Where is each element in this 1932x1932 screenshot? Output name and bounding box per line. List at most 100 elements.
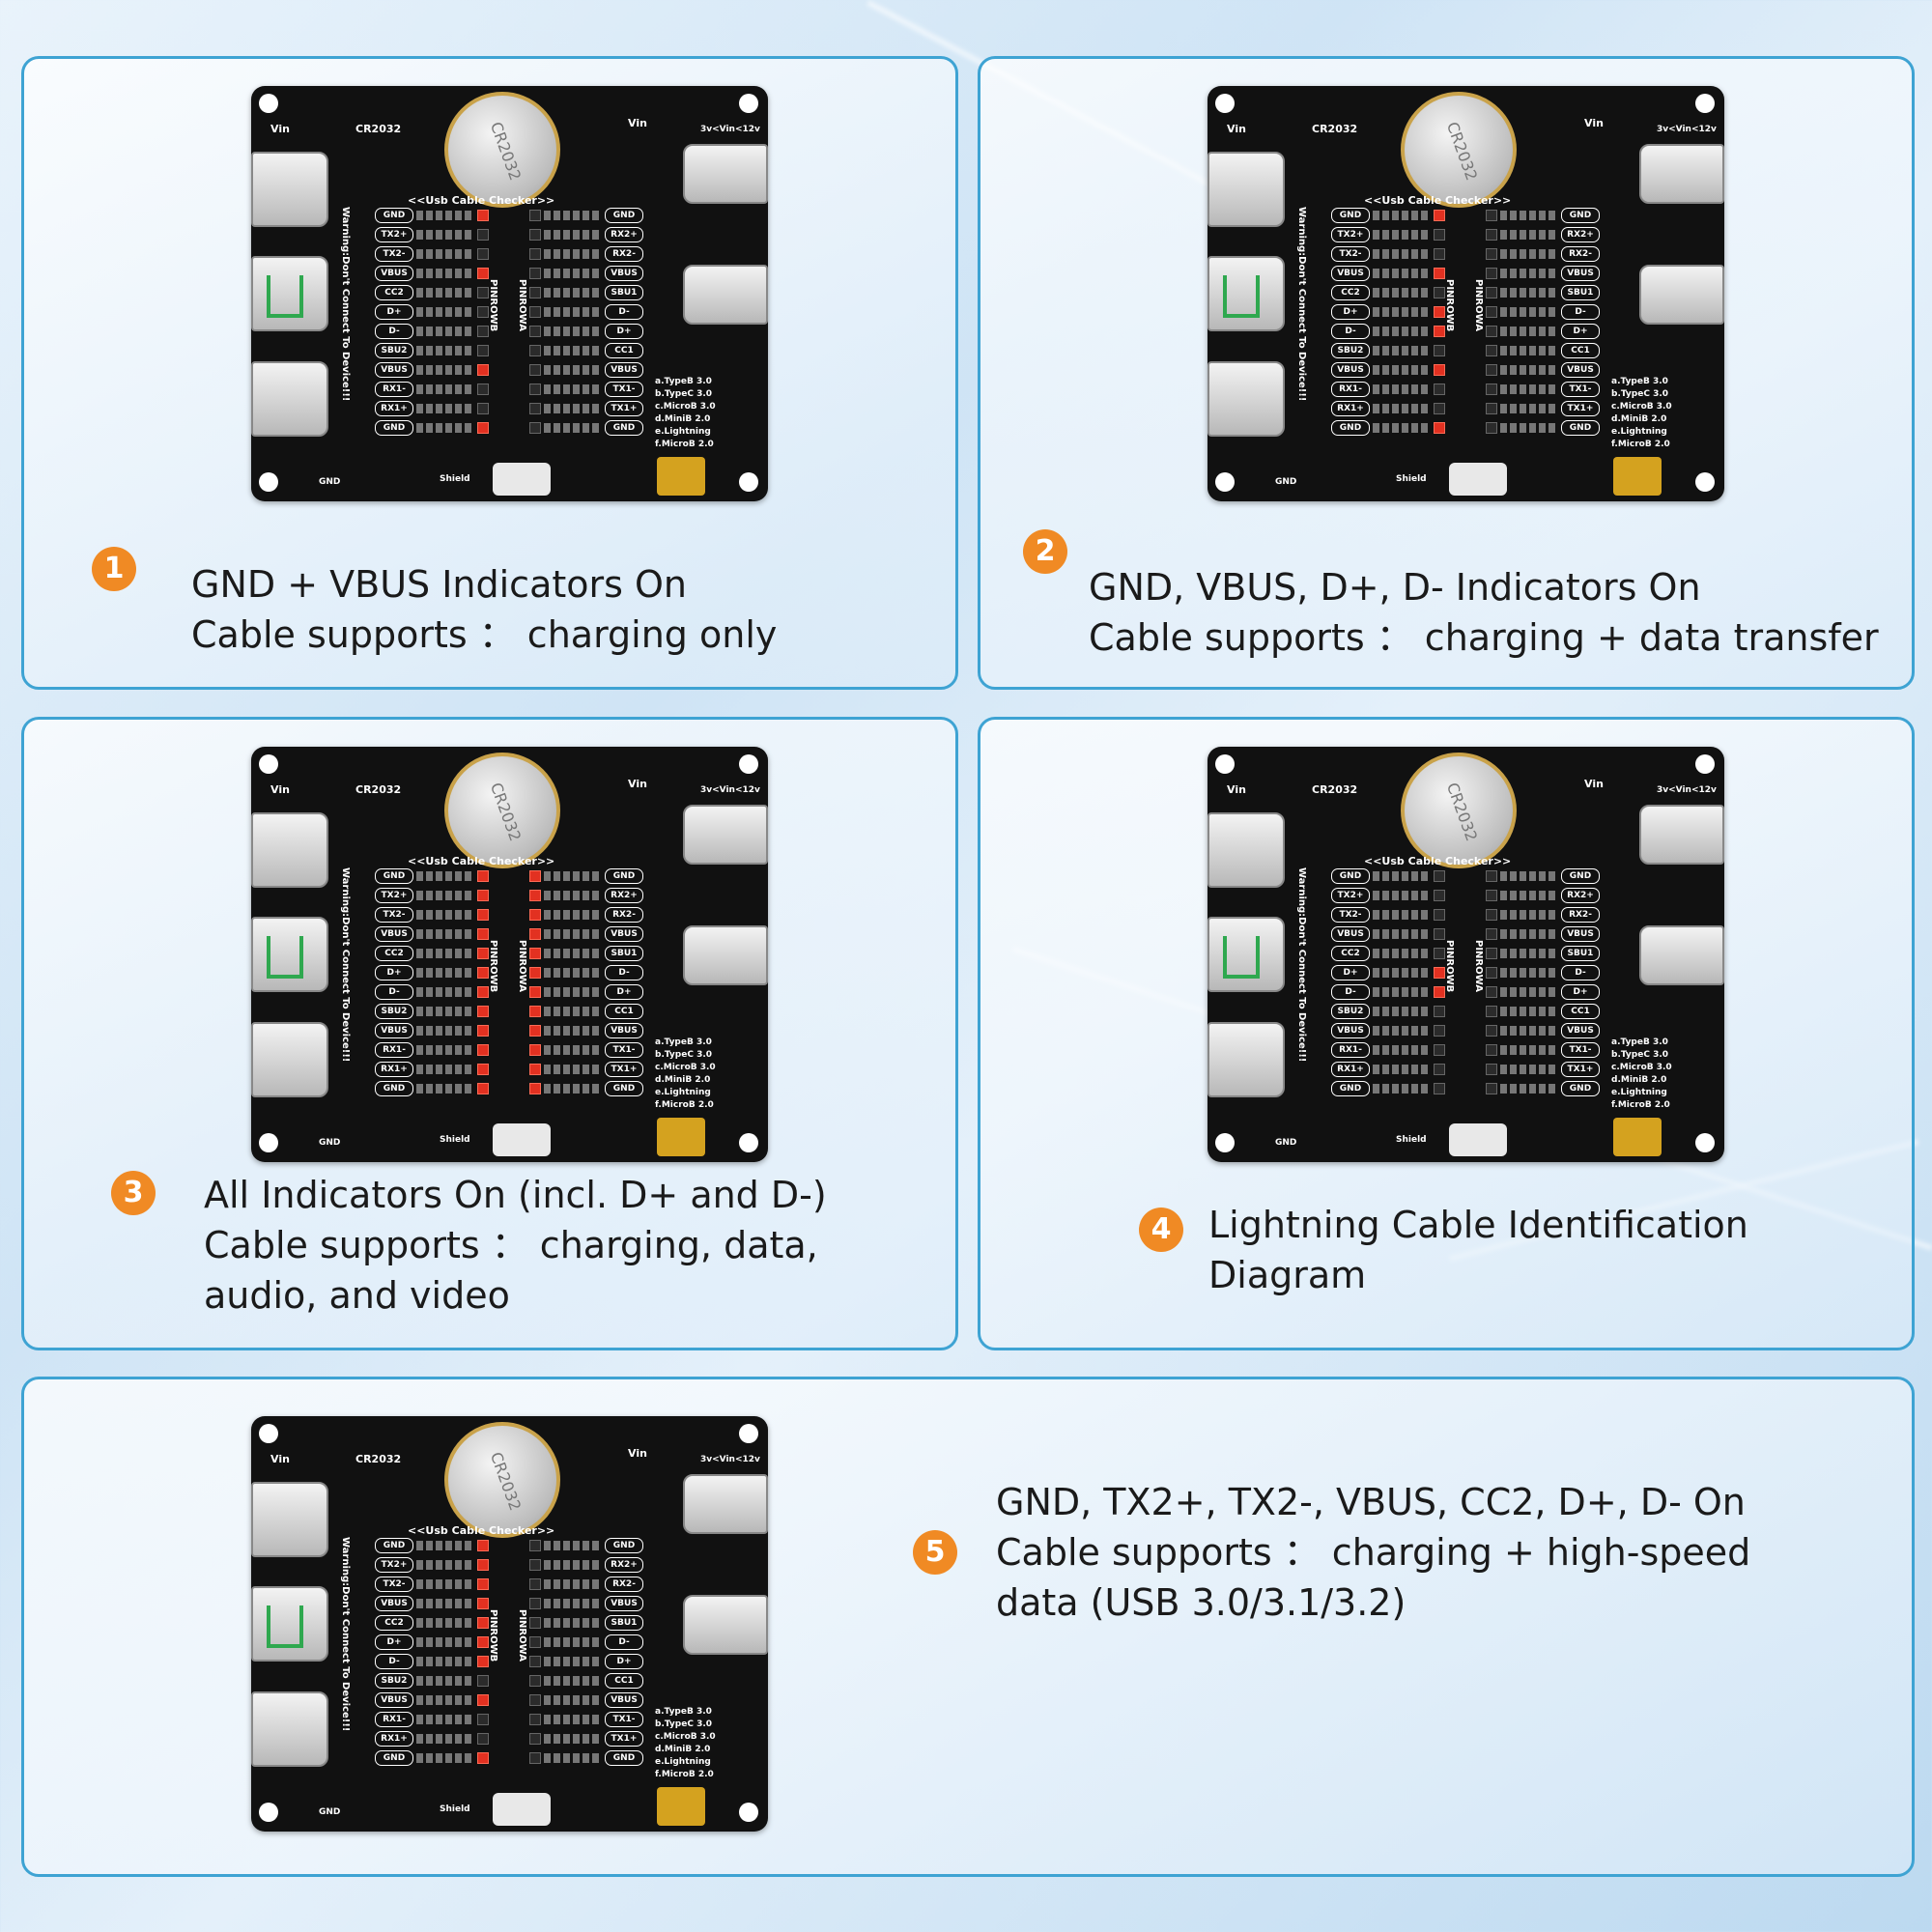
pin-contacts <box>1373 423 1431 433</box>
panel-description: GND + VBUS Indicators On Cable supports … <box>191 559 777 660</box>
pin-row: GND <box>1331 206 1445 225</box>
mount-hole <box>1695 754 1715 774</box>
pin-contacts <box>416 1084 474 1094</box>
pin-label: D+ <box>375 1634 413 1650</box>
pin-row: TX1- <box>529 380 643 399</box>
pin-contacts <box>544 1599 602 1608</box>
pin-label: CC2 <box>375 946 413 961</box>
usb-port <box>251 256 328 331</box>
pin-label: RX1+ <box>375 1731 413 1747</box>
pin-contacts <box>1500 327 1558 336</box>
pin-contacts <box>1373 307 1431 317</box>
legend-item: f.MicroB 2.0 <box>1611 1100 1670 1110</box>
pin-row: TX2- <box>1331 244 1445 264</box>
pin-label: VBUS <box>375 1596 413 1611</box>
pin-contacts <box>544 384 602 394</box>
indicator-led <box>529 364 541 376</box>
pin-row: TX1- <box>529 1710 643 1729</box>
indicator-led <box>529 1752 541 1764</box>
pin-contacts <box>544 949 602 958</box>
indicator-led <box>529 210 541 221</box>
pin-contacts <box>1500 1065 1558 1074</box>
pin-row: D- <box>529 1633 643 1652</box>
indicator-led <box>1486 248 1497 260</box>
vin-label: Vin <box>628 117 647 129</box>
pin-row: SBU2 <box>375 1002 489 1021</box>
pin-contacts <box>1373 1084 1431 1094</box>
range-label: 3v<Vin<12v <box>1657 125 1717 134</box>
pin-label: TX2- <box>1331 907 1370 923</box>
pin-row: SBU2 <box>375 341 489 360</box>
legend-item: d.MiniB 2.0 <box>1611 1075 1667 1085</box>
pin-row: CC2 <box>375 1613 489 1633</box>
legend-item: b.TypeC 3.0 <box>655 1050 713 1060</box>
vin-label: Vin <box>270 783 290 796</box>
pin-row: D- <box>375 1652 489 1671</box>
pin-contacts <box>544 288 602 298</box>
pin-row: CC1 <box>1486 341 1600 360</box>
pin-label: D+ <box>1331 304 1370 320</box>
indicator-led <box>1434 1083 1445 1094</box>
pin-label: RX1+ <box>375 1062 413 1077</box>
pin-row: GND <box>1331 1079 1445 1098</box>
pin-label: D+ <box>605 984 643 1000</box>
board-header: <<Usb Cable Checker>> <box>1364 194 1512 207</box>
pin-label: TX2+ <box>375 1557 413 1573</box>
pin-contacts <box>1500 968 1558 978</box>
pin-label: VBUS <box>375 1023 413 1038</box>
pin-row: CC1 <box>529 1671 643 1690</box>
pin-row: RX1+ <box>1331 1060 1445 1079</box>
indicator-led <box>1486 403 1497 414</box>
pin-label: SBU1 <box>605 1615 643 1631</box>
usb-port <box>683 925 768 985</box>
mount-hole <box>1215 472 1235 492</box>
legend-item: d.MiniB 2.0 <box>655 414 711 424</box>
pin-row: D- <box>375 322 489 341</box>
pin-label: D+ <box>1331 965 1370 980</box>
indicator-led <box>1434 326 1445 337</box>
legend-item: c.MicroB 3.0 <box>655 1063 716 1072</box>
description-line: audio, and video <box>204 1274 510 1317</box>
pin-row: GND <box>375 1748 489 1768</box>
pin-label: SBU1 <box>605 946 643 961</box>
pin-label: SBU2 <box>375 1004 413 1019</box>
pin-label: TX2- <box>375 246 413 262</box>
gnd-label: GND <box>319 1807 341 1817</box>
pin-label: RX2- <box>605 1577 643 1592</box>
indicator-led <box>477 1694 489 1706</box>
indicator-led <box>529 967 541 979</box>
pin-label: TX1+ <box>1561 401 1600 416</box>
pin-contacts <box>1373 871 1431 881</box>
indicator-led <box>529 1083 541 1094</box>
description-line: All Indicators On (incl. D+ and D-) <box>204 1174 827 1216</box>
pin-contacts <box>416 1657 474 1666</box>
pin-label: RX1- <box>1331 382 1370 397</box>
usb-c-port <box>493 463 551 496</box>
pin-contacts <box>1373 929 1431 939</box>
pin-contacts <box>416 949 474 958</box>
usb-port <box>1639 925 1724 985</box>
indicator-led <box>1486 1083 1497 1094</box>
pin-contacts <box>416 1637 474 1647</box>
indicator-led <box>529 1617 541 1629</box>
pin-label: TX1- <box>605 1042 643 1058</box>
pin-contacts <box>1373 269 1431 278</box>
pin-row: SBU2 <box>1331 341 1445 360</box>
indicator-led <box>477 210 489 221</box>
board-header: <<Usb Cable Checker>> <box>408 855 555 867</box>
indicator-led <box>529 326 541 337</box>
pin-contacts <box>1373 327 1431 336</box>
pin-contacts <box>544 1637 602 1647</box>
pin-label: D- <box>375 1654 413 1669</box>
pin-row: RX1- <box>375 380 489 399</box>
pin-row: VBUS <box>375 360 489 380</box>
legend-item: c.MicroB 3.0 <box>1611 1063 1672 1072</box>
mount-hole <box>739 94 758 113</box>
pin-contacts <box>544 987 602 997</box>
pin-label: VBUS <box>375 926 413 942</box>
pin-contacts <box>416 404 474 413</box>
legend-item: b.TypeC 3.0 <box>1611 1050 1669 1060</box>
indicator-led <box>529 1540 541 1551</box>
